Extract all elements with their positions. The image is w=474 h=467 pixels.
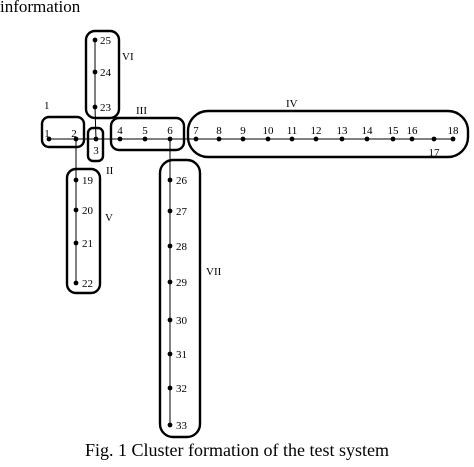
bus-node-25 [92, 37, 98, 43]
line-3-23 [94, 106, 97, 140]
cluster-box-ii [86, 126, 105, 163]
bus-node-16 [409, 136, 415, 142]
bus-node-22 [73, 280, 79, 286]
header-text: information [0, 0, 81, 16]
bus-node-23 [92, 104, 98, 110]
bus-node-15 [390, 136, 396, 142]
bus-node-5 [142, 136, 148, 142]
cluster-label-iii: III [136, 105, 147, 117]
cluster-box-iii [109, 116, 186, 152]
bus-node-13 [339, 136, 345, 142]
bus-node-27 [167, 208, 173, 214]
bus-node-14 [364, 136, 370, 142]
cluster-box-iv [186, 109, 470, 159]
bus-label-13: 13 [337, 125, 349, 137]
cluster-box-v [65, 167, 102, 295]
cluster-box-i [40, 115, 86, 149]
bus-label-12: 12 [311, 125, 322, 137]
bus-label-2: 2 [71, 128, 77, 140]
bus-node-20 [73, 207, 79, 213]
bus-label-28: 28 [176, 241, 188, 253]
bus-node-12 [313, 136, 319, 142]
bus-node-19 [73, 177, 79, 183]
bus-node-24 [92, 69, 98, 75]
cluster-label-vi: VI [122, 51, 134, 63]
bus-label-3: 3 [93, 145, 99, 157]
bus-node-17 [431, 136, 437, 142]
cluster-label-ii: II [106, 165, 114, 177]
bus-node-8 [216, 136, 222, 142]
bus-label-32: 32 [176, 383, 187, 395]
bus-node-30 [167, 317, 173, 323]
bus-node-18 [450, 136, 456, 142]
bus-node-3 [93, 136, 99, 142]
bus-label-23: 23 [100, 102, 112, 114]
cluster-label-v: V [105, 212, 113, 224]
cluster-box-vii [158, 158, 202, 439]
bus-node-31 [167, 351, 173, 357]
bus-label-30: 30 [176, 315, 188, 327]
cluster-label-vii: VII [206, 266, 222, 278]
bus-label-5: 5 [142, 125, 148, 137]
bus-label-21: 21 [82, 238, 93, 250]
bus-label-27: 27 [176, 206, 188, 218]
bus-node-2 [73, 136, 79, 142]
bus-label-31: 31 [176, 349, 187, 361]
bus-label-25: 25 [100, 35, 112, 47]
bus-label-29: 29 [176, 277, 188, 289]
bus-label-7: 7 [193, 125, 199, 137]
bus-label-9: 9 [240, 125, 246, 137]
bus-label-11: 11 [287, 125, 298, 137]
bus-label-22: 22 [82, 278, 93, 290]
cluster-boxes [40, 29, 470, 439]
bus-label-4: 4 [117, 125, 123, 137]
bus-label-8: 8 [216, 125, 222, 137]
bus-label-17: 17 [429, 147, 441, 159]
bus-node-21 [73, 240, 79, 246]
bus-node-26 [167, 177, 173, 183]
bus-label-19: 19 [82, 175, 94, 187]
cluster-label-i: 1 [44, 100, 50, 112]
bus-node-6 [167, 136, 173, 142]
bus-lines [49, 40, 453, 425]
bus-label-14: 14 [362, 125, 374, 137]
bus-label-20: 20 [82, 205, 94, 217]
bus-node-4 [117, 136, 123, 142]
cluster-box-vi [84, 29, 121, 120]
bus-label-33: 33 [176, 420, 188, 432]
bus-node-32 [167, 385, 173, 391]
bus-node-33 [167, 422, 173, 428]
bus-label-1: 1 [44, 128, 50, 140]
bus-node-11 [289, 136, 295, 142]
cluster-label-iv: IV [286, 98, 298, 110]
bus-label-16: 16 [407, 125, 419, 137]
figure-caption: Fig. 1 Cluster formation of the test sys… [85, 440, 389, 460]
bus-node-7 [193, 136, 199, 142]
bus-label-18: 18 [448, 125, 460, 137]
bus-node-29 [167, 279, 173, 285]
bus-label-6: 6 [167, 125, 173, 137]
bus-node-9 [240, 136, 246, 142]
bus-label-26: 26 [176, 175, 188, 187]
bus-node-10 [265, 136, 271, 142]
bus-label-24: 24 [100, 67, 112, 79]
bus-nodes [46, 37, 456, 428]
bus-node-1 [46, 136, 52, 142]
bus-node-28 [167, 243, 173, 249]
bus-label-10: 10 [263, 125, 275, 137]
bus-label-15: 15 [388, 125, 400, 137]
